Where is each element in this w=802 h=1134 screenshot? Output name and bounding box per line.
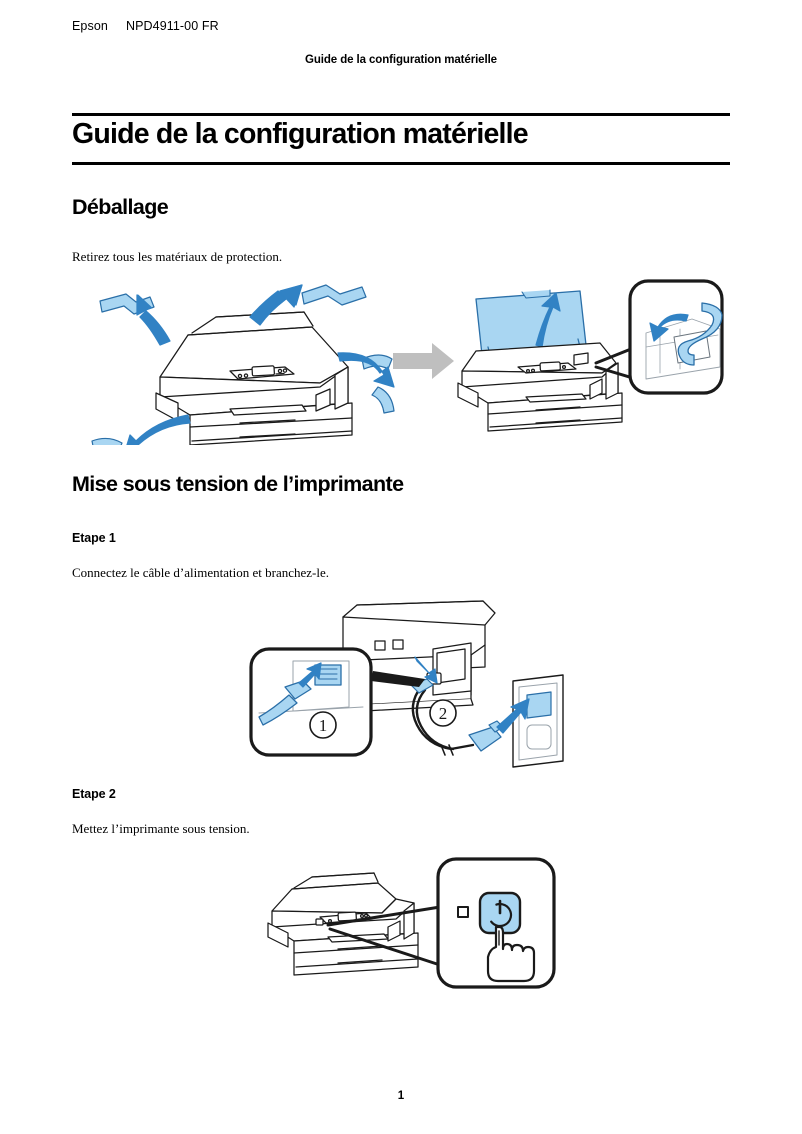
power-symbol-icon (487, 902, 513, 928)
step-text-2: Mettez l’imprimante sous tension. (72, 821, 250, 836)
callout-number-1: 1 (319, 716, 328, 735)
unpacking-illustration (91, 279, 724, 445)
section-text-deballage: Retirez tous les matériaux de protection… (72, 249, 283, 264)
power-button-illustration (267, 857, 556, 989)
step-text-1: Connectez le câble d’alimentation et bra… (72, 565, 329, 580)
page-title: Guide de la configuration matérielle (72, 118, 529, 150)
callout-number-2: 2 (439, 704, 448, 723)
page-number: 1 (397, 1090, 405, 1102)
power-cable-illustration: 1 2 (249, 600, 564, 768)
title-rule-top (72, 113, 730, 116)
section-heading-deballage: Déballage (72, 195, 169, 219)
title-rule-bottom (72, 162, 730, 165)
step-label-1: Etape 1 (72, 531, 116, 545)
document-code: NPD4911-00 FR (125, 19, 219, 33)
brand-name: Epson (72, 19, 108, 33)
page-header-left: Epson NPD4911-00 FR (72, 19, 219, 33)
step-label-2: Etape 2 (72, 787, 116, 801)
section-heading-mise-sous-tension: Mise sous tension de l’imprimante (72, 472, 404, 496)
running-header-title: Guide de la configuration matérielle (305, 54, 497, 66)
